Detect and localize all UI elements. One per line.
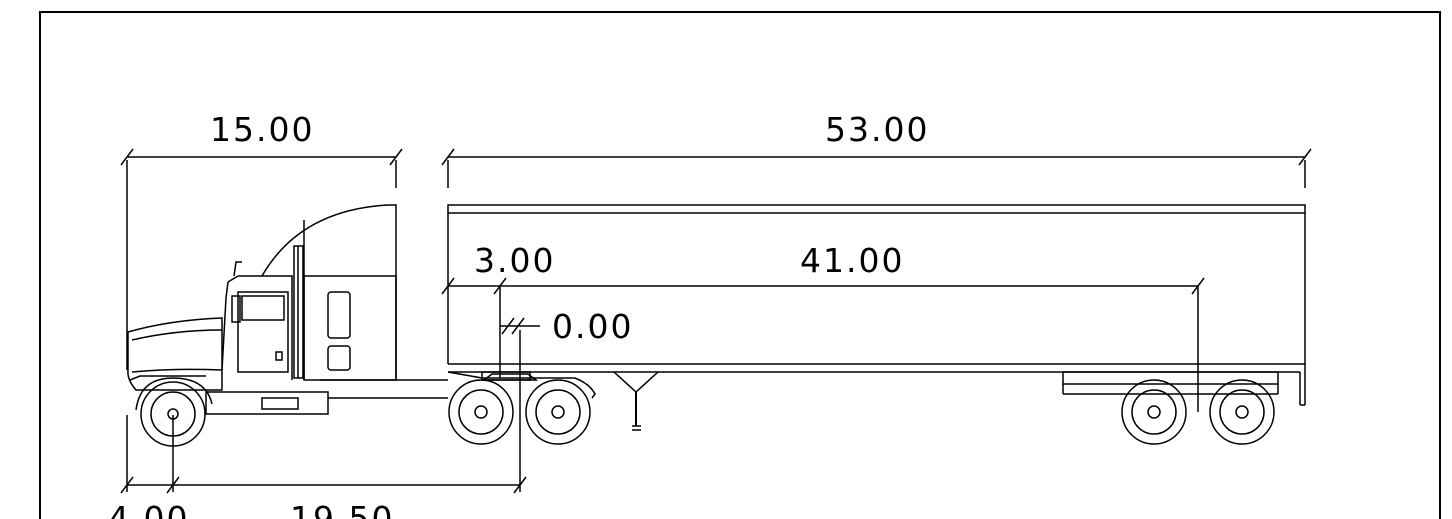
tractor-steer-wheel bbox=[140, 381, 206, 447]
dim-wheelbase: 19.50 bbox=[173, 330, 527, 519]
dim-label-wheelbase: 19.50 bbox=[290, 499, 394, 519]
tractor-drive-wheel-1 bbox=[448, 379, 514, 445]
dim-trailer-length: 53.00 bbox=[441, 110, 1312, 188]
dim-label-kingpin-to-axle: 41.00 bbox=[800, 241, 904, 280]
tractor-drive-wheel-2 bbox=[525, 379, 591, 445]
dim-label-trailer-length: 53.00 bbox=[825, 110, 929, 149]
dim-label-kingpin-setback: 3.00 bbox=[474, 241, 555, 280]
trailer-wheel-2 bbox=[1209, 379, 1275, 445]
tractor-cab bbox=[127, 204, 539, 415]
dim-kingpin-to-axle: 41.00 bbox=[499, 241, 1205, 412]
dim-label-tractor-length: 15.00 bbox=[210, 110, 314, 149]
dim-front-overhang: 4.00 bbox=[108, 415, 189, 519]
dim-label-fifth-wheel-offset: 0.00 bbox=[552, 307, 633, 346]
dim-label-front-overhang: 4.00 bbox=[108, 499, 189, 519]
dim-tractor-length: 15.00 bbox=[120, 110, 403, 370]
dim-fifth-wheel-offset: 0.00 bbox=[500, 307, 633, 346]
trailer bbox=[447, 204, 1306, 431]
drawing-frame bbox=[39, 11, 1441, 519]
trailer-wheel-1 bbox=[1121, 379, 1187, 445]
